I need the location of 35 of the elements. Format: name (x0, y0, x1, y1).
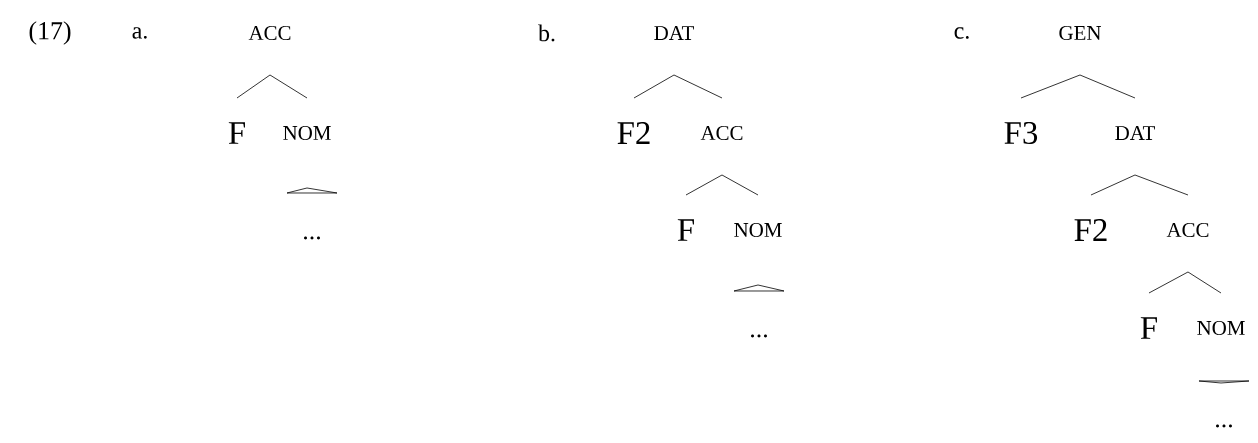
branch-line (1187, 271, 1222, 294)
tree-label: ... (751, 334, 767, 338)
tree-label: F2 (617, 122, 650, 144)
branch-line (673, 74, 723, 99)
branch-line (1090, 174, 1136, 196)
branch-line (721, 174, 759, 196)
tree-label: F (677, 219, 694, 241)
tree-label: F (228, 122, 245, 144)
tree-label: NOM (283, 125, 331, 140)
example-label: c. (954, 27, 969, 39)
example-label: (17) (29, 21, 71, 45)
branch-line (236, 74, 271, 99)
branch-line (1020, 74, 1081, 99)
branch-line (685, 174, 723, 196)
branch-line (1079, 74, 1136, 99)
branch-line (1134, 174, 1189, 196)
tree-label: DAT (654, 26, 694, 40)
example-label: a. (132, 27, 147, 39)
tree-label: ... (304, 236, 320, 240)
roof-triangle (1198, 380, 1250, 384)
branch-line (269, 74, 308, 99)
tree-label: NOM (1197, 320, 1245, 335)
tree-label: F2 (1074, 219, 1107, 241)
tree-label: F3 (1004, 121, 1038, 145)
tree-label: ... (1216, 424, 1232, 428)
example-label: b. (538, 24, 555, 42)
tree-label: F (1140, 317, 1157, 339)
tree-label: ACC (1166, 222, 1209, 237)
tree-label: GEN (1059, 25, 1101, 40)
tree-label: DAT (1115, 126, 1155, 140)
branch-line (633, 74, 675, 99)
tree-label: ACC (700, 125, 743, 140)
tree-label: NOM (734, 222, 782, 237)
tree-label: ACC (248, 25, 291, 40)
branch-line (1148, 271, 1189, 294)
